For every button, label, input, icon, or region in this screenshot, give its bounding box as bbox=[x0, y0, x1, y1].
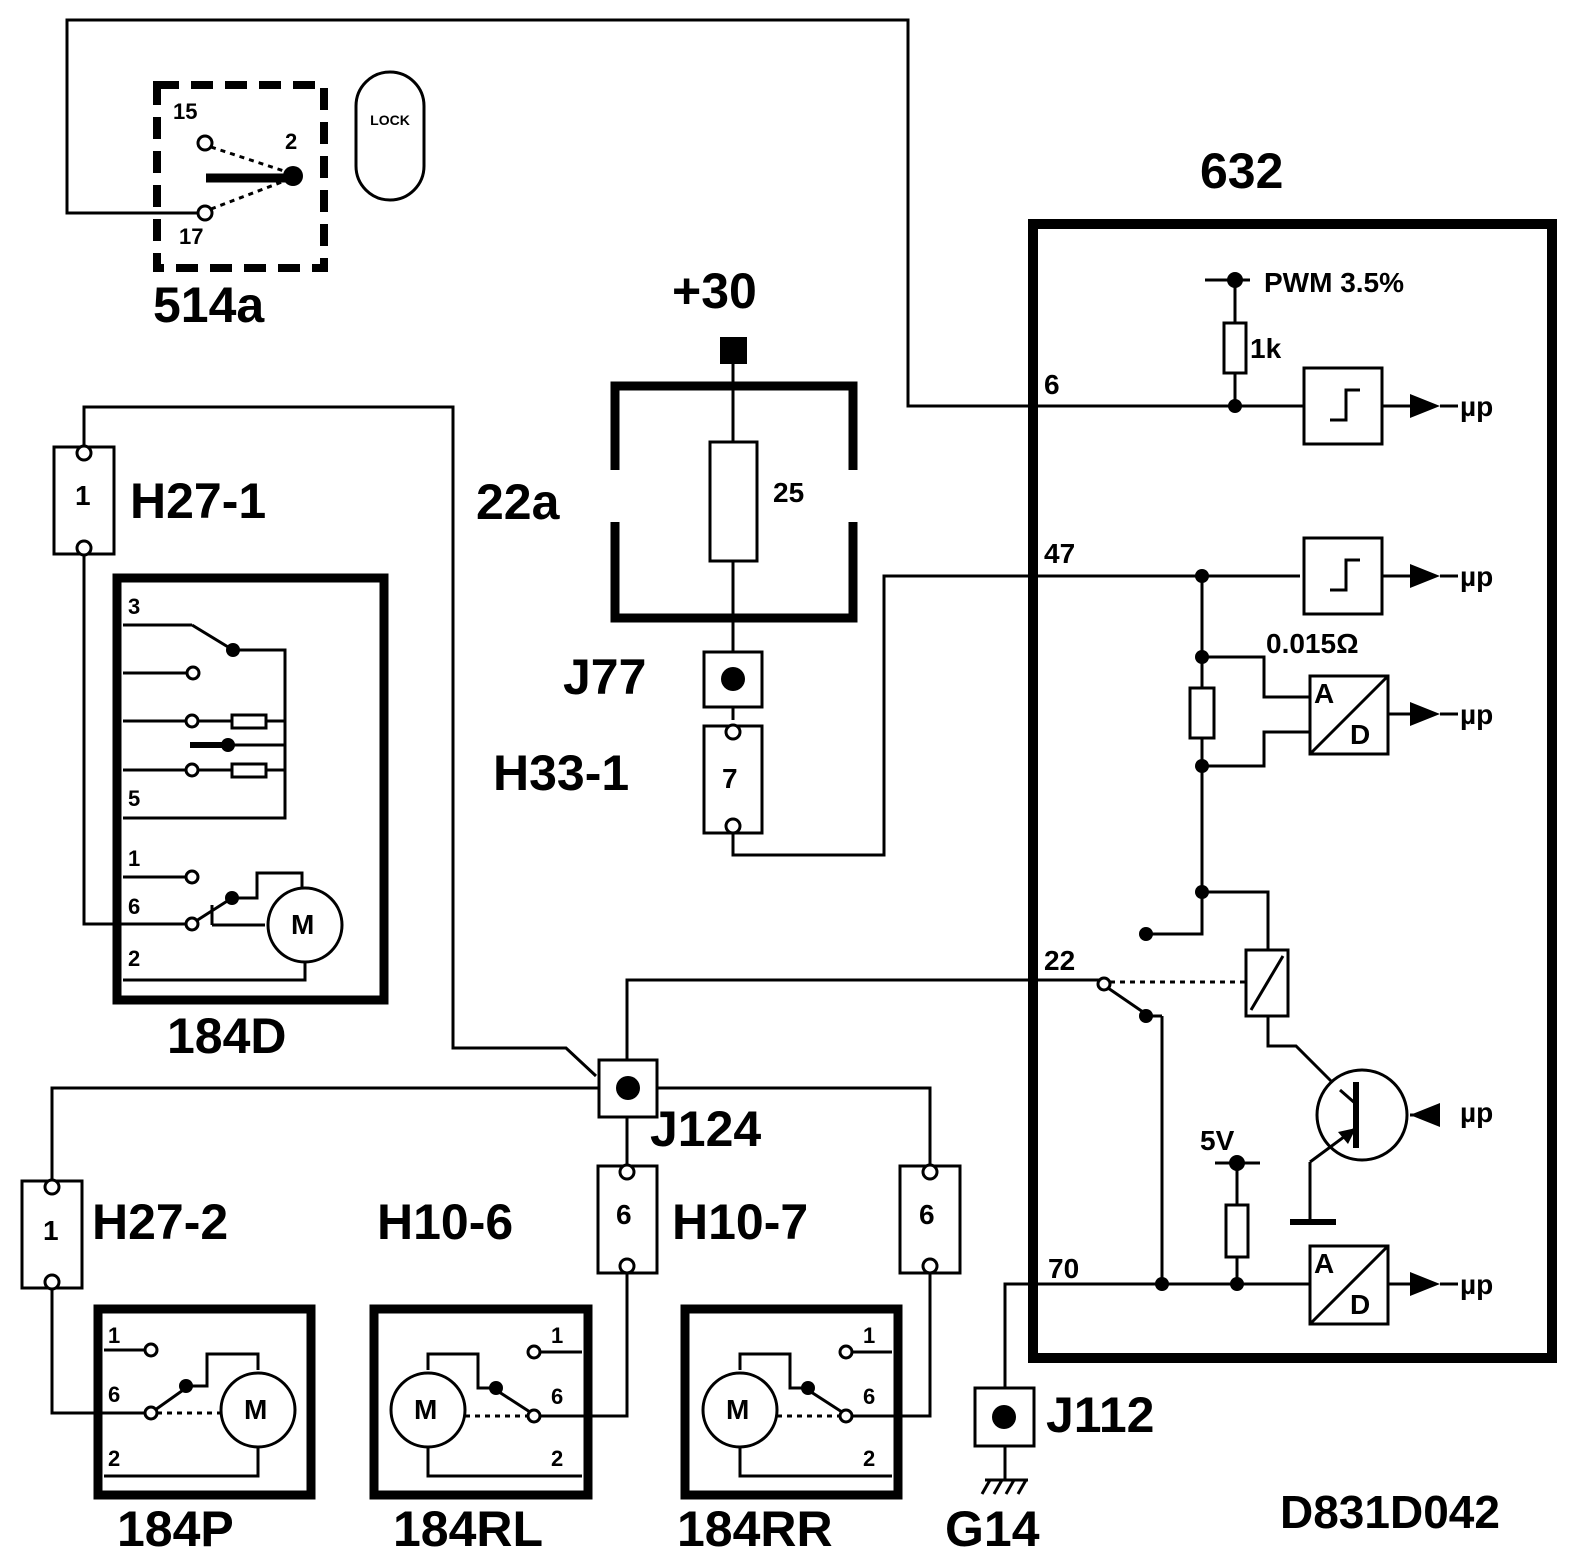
mp-output-1: µp bbox=[1460, 391, 1493, 422]
relay-driver bbox=[1096, 885, 1440, 1284]
pullup-resistor-label: 1k bbox=[1250, 333, 1282, 364]
actuator-184rl-label: 184RL bbox=[393, 1501, 543, 1554]
adc2-d: D bbox=[1350, 1289, 1370, 1320]
wire-h27-2-to-184p bbox=[50, 1288, 148, 1415]
wire-h27-1-to-j124 bbox=[82, 405, 598, 1078]
wire-h33-to-ecu-pin47 bbox=[731, 574, 1300, 857]
ecu-label-632: 632 bbox=[1200, 143, 1283, 199]
connector-h10-6-label: H10-6 bbox=[377, 1194, 513, 1250]
fuse-box-label: 22a bbox=[476, 474, 561, 530]
connector-j77 bbox=[702, 650, 764, 709]
pin-184p-6: 6 bbox=[108, 1382, 120, 1407]
connector-h27-2 bbox=[20, 1178, 84, 1291]
connector-h33-1-pin: 7 bbox=[722, 763, 738, 794]
supply-terminal bbox=[720, 337, 747, 364]
pin-184d-1: 1 bbox=[128, 846, 140, 871]
wire-bus-left bbox=[50, 1086, 627, 1181]
motor-184rr-m: M bbox=[726, 1394, 749, 1425]
shunt-resistor-label: 0.015Ω bbox=[1266, 628, 1359, 659]
actuator-184rl bbox=[369, 1304, 593, 1500]
adc1-d: D bbox=[1350, 719, 1370, 750]
switch-pin-2: 2 bbox=[285, 129, 297, 154]
wire-ecu-pin22-to-j124 bbox=[625, 978, 1100, 1076]
connector-h27-2-label: H27-2 bbox=[92, 1194, 228, 1250]
actuator-184p bbox=[93, 1304, 316, 1500]
ground-g14-label: G14 bbox=[945, 1501, 1040, 1554]
pin-184p-1: 1 bbox=[108, 1323, 120, 1348]
schmitt-buffer-pin47 bbox=[1302, 536, 1458, 616]
fuse-box-22a bbox=[610, 381, 858, 623]
motor-184d-m: M bbox=[291, 909, 314, 940]
pin-184d-2: 2 bbox=[128, 946, 140, 971]
connector-h10-6-pin: 6 bbox=[616, 1199, 632, 1230]
wire-h10-7-to-184rr bbox=[847, 1272, 932, 1418]
pin-184rr-6: 6 bbox=[863, 1384, 875, 1409]
pin-184p-2: 2 bbox=[108, 1446, 120, 1471]
pwm-pullup-circuit bbox=[1205, 272, 1250, 413]
ground-symbol-g14 bbox=[980, 1478, 1028, 1495]
actuator-184rr bbox=[680, 1304, 903, 1500]
wire-bus-right bbox=[627, 1086, 932, 1166]
connector-j124-label: J124 bbox=[650, 1101, 761, 1157]
drawing-code: D831D042 bbox=[1280, 1486, 1500, 1538]
pin-184rr-2: 2 bbox=[863, 1446, 875, 1471]
ecu-pin-6: 6 bbox=[1044, 369, 1060, 400]
actuator-184p-label: 184P bbox=[117, 1501, 234, 1554]
supply-plus30: +30 bbox=[672, 263, 757, 319]
connector-h33-1-label: H33-1 bbox=[493, 745, 629, 801]
pin-184rl-6: 6 bbox=[551, 1384, 563, 1409]
ecu-pin-22: 22 bbox=[1044, 945, 1075, 976]
wire-ignition-to-ecu-pin6 bbox=[65, 18, 1230, 408]
schmitt-buffer-pin6 bbox=[1230, 366, 1458, 446]
mp-output-3: µp bbox=[1460, 699, 1493, 730]
fuse-rating: 25 bbox=[773, 477, 804, 508]
connector-h10-7-label: H10-7 bbox=[672, 1194, 808, 1250]
wire-h10-6-to-184rl bbox=[534, 1272, 629, 1418]
connector-j77-label: J77 bbox=[563, 649, 646, 705]
wire-h27-1-to-184d bbox=[82, 554, 190, 926]
switch-pin-15: 15 bbox=[173, 99, 197, 124]
connector-j112 bbox=[973, 1386, 1036, 1448]
mp-output-2: µp bbox=[1460, 561, 1493, 592]
connector-h27-2-pin: 1 bbox=[43, 1215, 59, 1246]
pin-184d-3: 3 bbox=[128, 594, 140, 619]
key-lock-label: LOCK bbox=[370, 112, 410, 128]
adc1-a: A bbox=[1314, 678, 1334, 709]
pin-184rl-2: 2 bbox=[551, 1446, 563, 1471]
pin-184rr-1: 1 bbox=[863, 1323, 875, 1348]
connector-j112-label: J112 bbox=[1046, 1387, 1154, 1443]
pin-184d-6: 6 bbox=[128, 894, 140, 919]
ecu-pin-47: 47 bbox=[1044, 538, 1075, 569]
pin-184rl-1: 1 bbox=[551, 1323, 563, 1348]
pwm-label: PWM 3.5% bbox=[1264, 267, 1404, 298]
motor-184rl-m: M bbox=[414, 1394, 437, 1425]
switch-pin-17: 17 bbox=[179, 224, 203, 249]
actuator-184d bbox=[112, 573, 389, 1005]
switch-label-514a: 514a bbox=[153, 277, 265, 333]
connector-j124 bbox=[597, 1058, 659, 1119]
ecu-632-box bbox=[1028, 219, 1557, 1363]
motor-184p-m: M bbox=[244, 1394, 267, 1425]
vref-label: 5V bbox=[1200, 1125, 1235, 1156]
vref-adc-pin70 bbox=[1155, 1155, 1458, 1326]
connector-h27-1-pin: 1 bbox=[75, 480, 91, 511]
actuator-184rr-label: 184RR bbox=[677, 1501, 833, 1554]
pin-184d-5: 5 bbox=[128, 786, 140, 811]
current-shunt-adc bbox=[1188, 569, 1458, 890]
ignition-switch-514a bbox=[153, 70, 426, 272]
ecu-pin-70: 70 bbox=[1048, 1253, 1079, 1284]
connector-h33-1 bbox=[702, 723, 764, 835]
mp-output-4: µp bbox=[1460, 1269, 1493, 1300]
connector-h10-6 bbox=[596, 1163, 659, 1275]
actuator-184d-label: 184D bbox=[167, 1008, 287, 1064]
connector-h27-1-label: H27-1 bbox=[130, 473, 266, 529]
adc2-a: A bbox=[1314, 1248, 1334, 1279]
mp-input-transistor: µp bbox=[1460, 1097, 1493, 1128]
connector-h10-7-pin: 6 bbox=[919, 1199, 935, 1230]
